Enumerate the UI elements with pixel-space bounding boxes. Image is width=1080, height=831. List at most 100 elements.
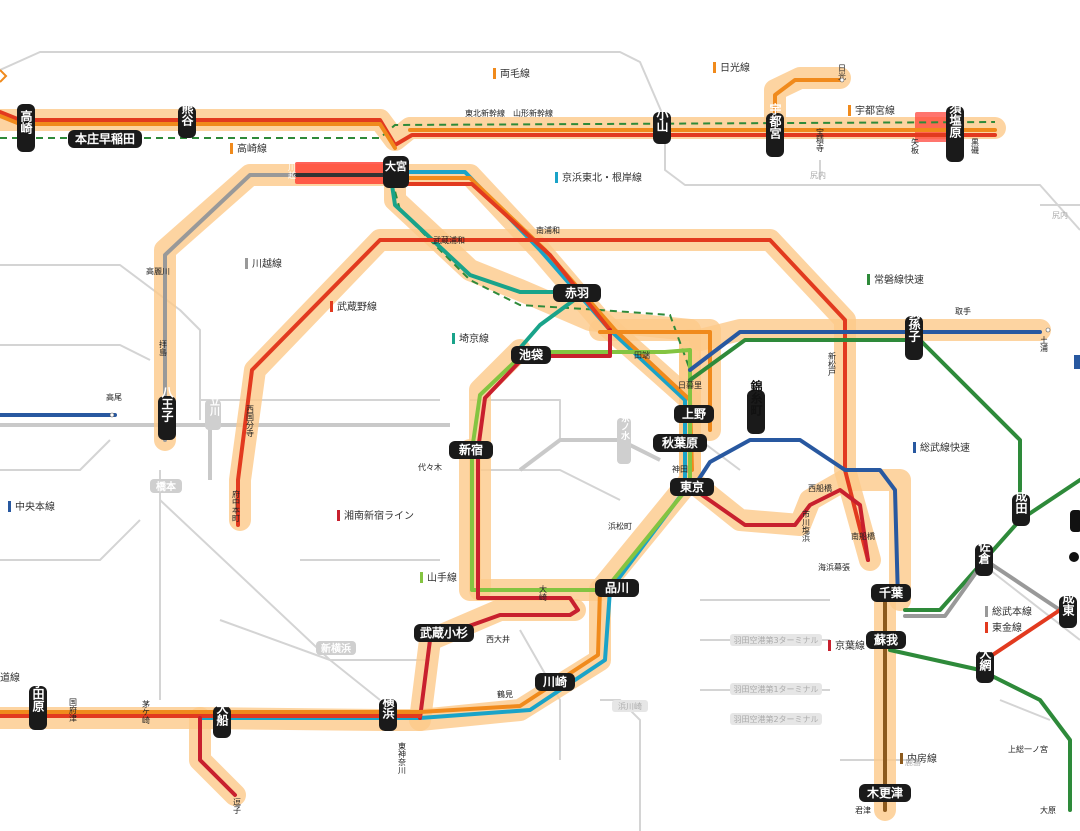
svg-text:西国分寺: 西国分寺	[246, 405, 255, 437]
station-kawasaki[interactable]: 川崎	[535, 673, 575, 691]
svg-text:尻内: 尻内	[1052, 210, 1068, 220]
svg-text:高麗川: 高麗川	[146, 266, 170, 276]
station-oami[interactable]: 大網	[976, 646, 994, 683]
station-yaita[interactable]: 矢板	[911, 137, 920, 155]
station-kazusa-ichinomiya[interactable]: 上総一ノ宮	[1008, 744, 1048, 754]
gray-label-dosen[interactable]: 道線	[0, 671, 20, 684]
station-minami-funabashi[interactable]: 南船橋	[851, 531, 875, 541]
station-higashi-kanagawa[interactable]: 東神奈川	[398, 741, 407, 774]
station-kuroiso[interactable]: 黒磯	[971, 138, 980, 155]
legend-takasaki: 高崎線	[230, 142, 267, 155]
station-fuchu-hommachi[interactable]: 府中本町	[232, 489, 241, 522]
station-sakura[interactable]: 佐倉	[975, 539, 993, 576]
station-komagawa[interactable]: 高麗川	[146, 266, 170, 276]
station-hachioji[interactable]: 八王子	[158, 386, 176, 440]
svg-text:神田: 神田	[672, 464, 688, 474]
station-chiba[interactable]: 千葉	[871, 584, 911, 602]
station-shin-matsudo[interactable]: 新松戸	[828, 351, 837, 377]
gray-label-shiriuchi-1[interactable]: 尻内	[810, 170, 826, 180]
svg-text:武蔵浦和: 武蔵浦和	[433, 235, 465, 245]
svg-text:成田: 成田	[1014, 489, 1028, 515]
station-kanda[interactable]: 神田	[672, 464, 688, 474]
svg-text:内房線: 内房線	[907, 752, 937, 765]
shinkansen-label: 東北新幹線 山形新幹線	[465, 108, 553, 118]
gray-label-hama-kawasaki[interactable]: 浜川崎	[612, 700, 648, 712]
svg-text:高崎: 高崎	[19, 109, 33, 135]
gray-label-tachikawa[interactable]: 立川	[205, 395, 221, 430]
station-naruto[interactable]: 成東	[1059, 591, 1077, 628]
station-takasaki[interactable]: 高崎	[17, 104, 35, 152]
station-ohara[interactable]: 大原	[1040, 805, 1056, 815]
station-minami-urawa[interactable]: 南浦和	[536, 225, 560, 235]
station-kaihin-makuhari[interactable]: 海浜幕張	[818, 562, 850, 572]
station-takao[interactable]: 高尾	[106, 392, 122, 418]
station-kawagoe[interactable]: 川越	[288, 163, 297, 180]
minor-stations: 日光 宝積寺 矢板 黒磯 川越 南浦和 武蔵浦和 高麗川 拝島 高尾 西国分寺 …	[69, 64, 1057, 815]
station-kozu[interactable]: 国府津	[69, 698, 78, 723]
svg-text:川越: 川越	[288, 163, 297, 180]
gray-label-haneda-t2[interactable]: 羽田空港第2ターミナル	[730, 713, 822, 725]
station-tsurumi[interactable]: 鶴見	[497, 689, 513, 699]
svg-text:橋本: 橋本	[156, 480, 177, 493]
svg-text:茅ケ崎: 茅ケ崎	[142, 699, 151, 724]
gray-label-hashimoto[interactable]: 橋本	[150, 479, 182, 493]
svg-text:蘇我: 蘇我	[873, 632, 898, 647]
station-hoshakuji[interactable]: 宝積寺	[816, 127, 825, 152]
station-yoyogi[interactable]: 代々木	[418, 462, 442, 472]
gray-label-shiriuchi-2[interactable]: 尻内	[1052, 210, 1068, 220]
station-oyama[interactable]: 小山	[653, 107, 671, 144]
gray-label-haneda-t3[interactable]: 羽田空港第3ターミナル	[730, 634, 822, 646]
station-kisarazu[interactable]: 木更津	[859, 784, 911, 802]
station-yokohama[interactable]: 横浜	[379, 694, 397, 731]
station-kimitsu[interactable]: 君津	[855, 805, 871, 815]
svg-text:道線: 道線	[0, 671, 20, 684]
station-musashi-urawa[interactable]: 武蔵浦和	[433, 235, 465, 245]
station-osaki[interactable]: 大崎	[539, 584, 548, 601]
station-soga[interactable]: 蘇我	[866, 631, 906, 649]
station-nippori[interactable]: 日暮里	[678, 380, 702, 390]
station-chigasaki[interactable]: 茅ケ崎	[142, 699, 151, 724]
station-tabata[interactable]: 田端	[634, 350, 650, 360]
station-tokyo[interactable]: 東京	[670, 478, 714, 496]
svg-text:錦糸町: 錦糸町	[749, 379, 763, 417]
station-haijima[interactable]: 拝島	[159, 339, 168, 357]
station-ikebukuro[interactable]: 池袋	[511, 346, 551, 364]
gray-label-ochanomizu[interactable]: 御茶ノ水	[617, 403, 631, 464]
station-musashi-kosugi[interactable]: 武蔵小杉	[414, 624, 474, 642]
legend-utsunomiya: 宇都宮線	[848, 104, 895, 117]
station-tsuchiura[interactable]: 土浦	[1040, 327, 1051, 353]
station-shinagawa[interactable]: 品川	[595, 579, 639, 597]
station-ofuna[interactable]: 大船	[213, 701, 231, 738]
gray-label-kashima[interactable]: 鹿島	[905, 757, 921, 767]
station-zushi[interactable]: 逗子	[233, 798, 242, 814]
svg-text:羽田空港第3ターミナル: 羽田空港第3ターミナル	[733, 635, 818, 645]
station-nasushiobara[interactable]: 那須塩原	[946, 90, 964, 162]
station-akihabara[interactable]: 秋葉原	[653, 434, 707, 452]
station-nikko[interactable]: 日光	[838, 64, 847, 83]
gray-label-shin-yokohama[interactable]: 新横浜	[316, 641, 356, 655]
svg-text:湘南新宿ライン: 湘南新宿ライン	[344, 509, 414, 522]
station-utsunomiya[interactable]: 宇都宮	[766, 102, 784, 157]
station-nishi-oi[interactable]: 西大井	[486, 634, 510, 644]
station-honjo-waseda[interactable]: 本庄早稲田	[68, 130, 142, 148]
station-nishi-kokubunji[interactable]: 西国分寺	[246, 405, 255, 437]
svg-text:鹿島: 鹿島	[905, 757, 921, 767]
station-shinjuku[interactable]: 新宿	[449, 441, 493, 459]
station-ueno[interactable]: 上野	[674, 405, 714, 423]
station-toride[interactable]: 取手	[955, 306, 971, 316]
station-akabane[interactable]: 赤羽	[553, 284, 601, 302]
svg-text:日暮里: 日暮里	[678, 380, 702, 390]
svg-text:東金線: 東金線	[992, 621, 1022, 634]
station-narita[interactable]: 成田	[1012, 489, 1030, 526]
gray-label-haneda-t1[interactable]: 羽田空港第1ターミナル	[730, 683, 822, 695]
station-hamamatsucho[interactable]: 浜松町	[608, 521, 632, 531]
station-omiya[interactable]: 大宮	[383, 156, 409, 188]
station-kumagaya[interactable]: 熊谷	[178, 101, 196, 138]
station-kinshicho[interactable]: 錦糸町	[747, 379, 765, 434]
station-odawara[interactable]: 小田原	[29, 675, 47, 730]
station-nishi-funabashi[interactable]: 西船橋	[808, 483, 832, 493]
svg-text:拝島: 拝島	[159, 339, 168, 357]
station-abiko[interactable]: 我孫子	[905, 305, 923, 360]
station-ichikawa-shiohama[interactable]: 市川塩浜	[802, 509, 811, 543]
